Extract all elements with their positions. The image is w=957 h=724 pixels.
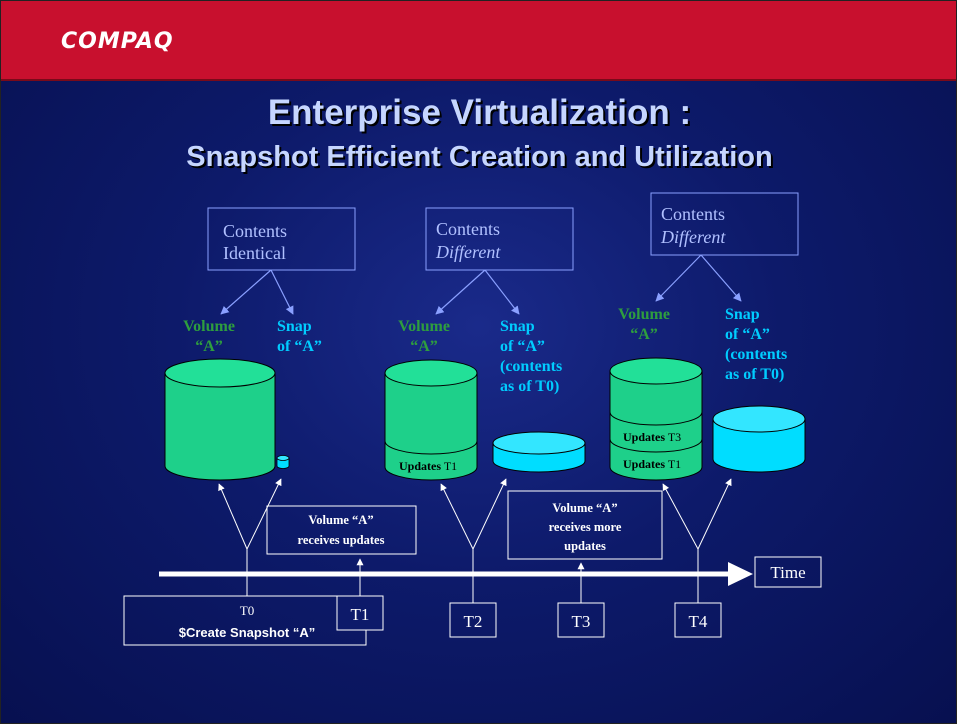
volume-label-3-line2: “A”: [630, 326, 658, 343]
contents-box-1: Contents Identical: [207, 207, 356, 271]
event-box-more-updates: Volume “A” receives more updates: [507, 490, 663, 560]
tick-label-t2: T2: [464, 612, 483, 631]
snap-label-3-line4: as of T0): [725, 366, 784, 383]
tick-label-t1: T1: [351, 605, 370, 624]
snap-label-1-line1: Snap: [277, 318, 312, 335]
updates-label-v3-t1: Updates T1: [623, 457, 681, 471]
snap-label-2-line2: of “A”: [500, 338, 545, 355]
contents-box-2-line1: Contents: [436, 219, 500, 239]
t0-action: $Create Snapshot “A”: [179, 625, 316, 640]
volume-cylinder-1: [164, 358, 276, 481]
volume-label-1-line2: “A”: [195, 338, 223, 355]
snap-cylinder-3: [712, 405, 806, 473]
volume-label-3-line1: Volume: [618, 306, 670, 323]
snap-label-3-line1: Snap: [725, 306, 760, 323]
compaq-logo: COMPAQ: [61, 29, 174, 54]
volume-label-2-line2: “A”: [410, 338, 438, 355]
slide-title: Enterprise Virtualization :: [267, 93, 692, 132]
contents-box-1-line1: Contents: [223, 221, 287, 241]
event-box-more-line3: updates: [564, 539, 606, 553]
event-box-more-line1: Volume “A”: [552, 501, 617, 515]
volume-cylinder-2: [384, 359, 478, 481]
updates-label-v3-t3: Updates T3: [623, 430, 681, 444]
volume-cylinder-3: [609, 357, 703, 481]
header-bar: COMPAQ: [1, 1, 956, 81]
contents-box-2-line2: Different: [435, 242, 501, 262]
volume-label-2-line1: Volume: [398, 318, 450, 335]
tick-label-t3: T3: [572, 612, 591, 631]
contents-box-3: Contents Different: [650, 192, 799, 256]
time-label: Time: [770, 563, 805, 582]
tick-box-t2: T2: [449, 602, 497, 638]
snap-label-1-line2: of “A”: [277, 338, 322, 355]
contents-box-3-line2: Different: [660, 227, 726, 247]
time-label-box: Time: [754, 556, 822, 588]
snap-label-2-line4: as of T0): [500, 378, 559, 395]
timeline-pointer-arrows: [218, 478, 732, 603]
snap-cylinder-1: [276, 455, 290, 469]
snap-label-2-line1: Snap: [500, 318, 535, 335]
event-box-updates-line1: Volume “A”: [308, 513, 373, 527]
event-box-more-line2: receives more: [549, 520, 622, 534]
t0-label: T0: [240, 603, 254, 618]
contents-box-1-line2: Identical: [223, 243, 286, 263]
snap-label-3-line3: (contents: [725, 346, 787, 363]
contents-arrows: [220, 254, 742, 315]
tick-box-t3: T3: [557, 602, 605, 638]
event-box-updates: Volume “A” receives updates: [266, 505, 417, 555]
snap-cylinder-2: [492, 431, 586, 473]
contents-box-3-line1: Contents: [661, 204, 725, 224]
snap-label-2-line3: (contents: [500, 358, 562, 375]
snap-label-3-line2: of “A”: [725, 326, 770, 343]
event-box-updates-line2: receives updates: [298, 533, 385, 547]
volume-label-1-line1: Volume: [183, 318, 235, 335]
slide-subtitle: Snapshot Efficient Creation and Utilizat…: [186, 141, 773, 173]
tick-box-t1: T1: [336, 595, 384, 631]
contents-box-2: Contents Different: [425, 207, 574, 271]
t0-box: T0 $Create Snapshot “A”: [123, 595, 367, 646]
timeline: [159, 562, 753, 586]
tick-box-t4: T4: [674, 602, 722, 638]
tick-label-t4: T4: [689, 612, 708, 631]
updates-label-v2-t1: Updates T1: [399, 459, 457, 473]
